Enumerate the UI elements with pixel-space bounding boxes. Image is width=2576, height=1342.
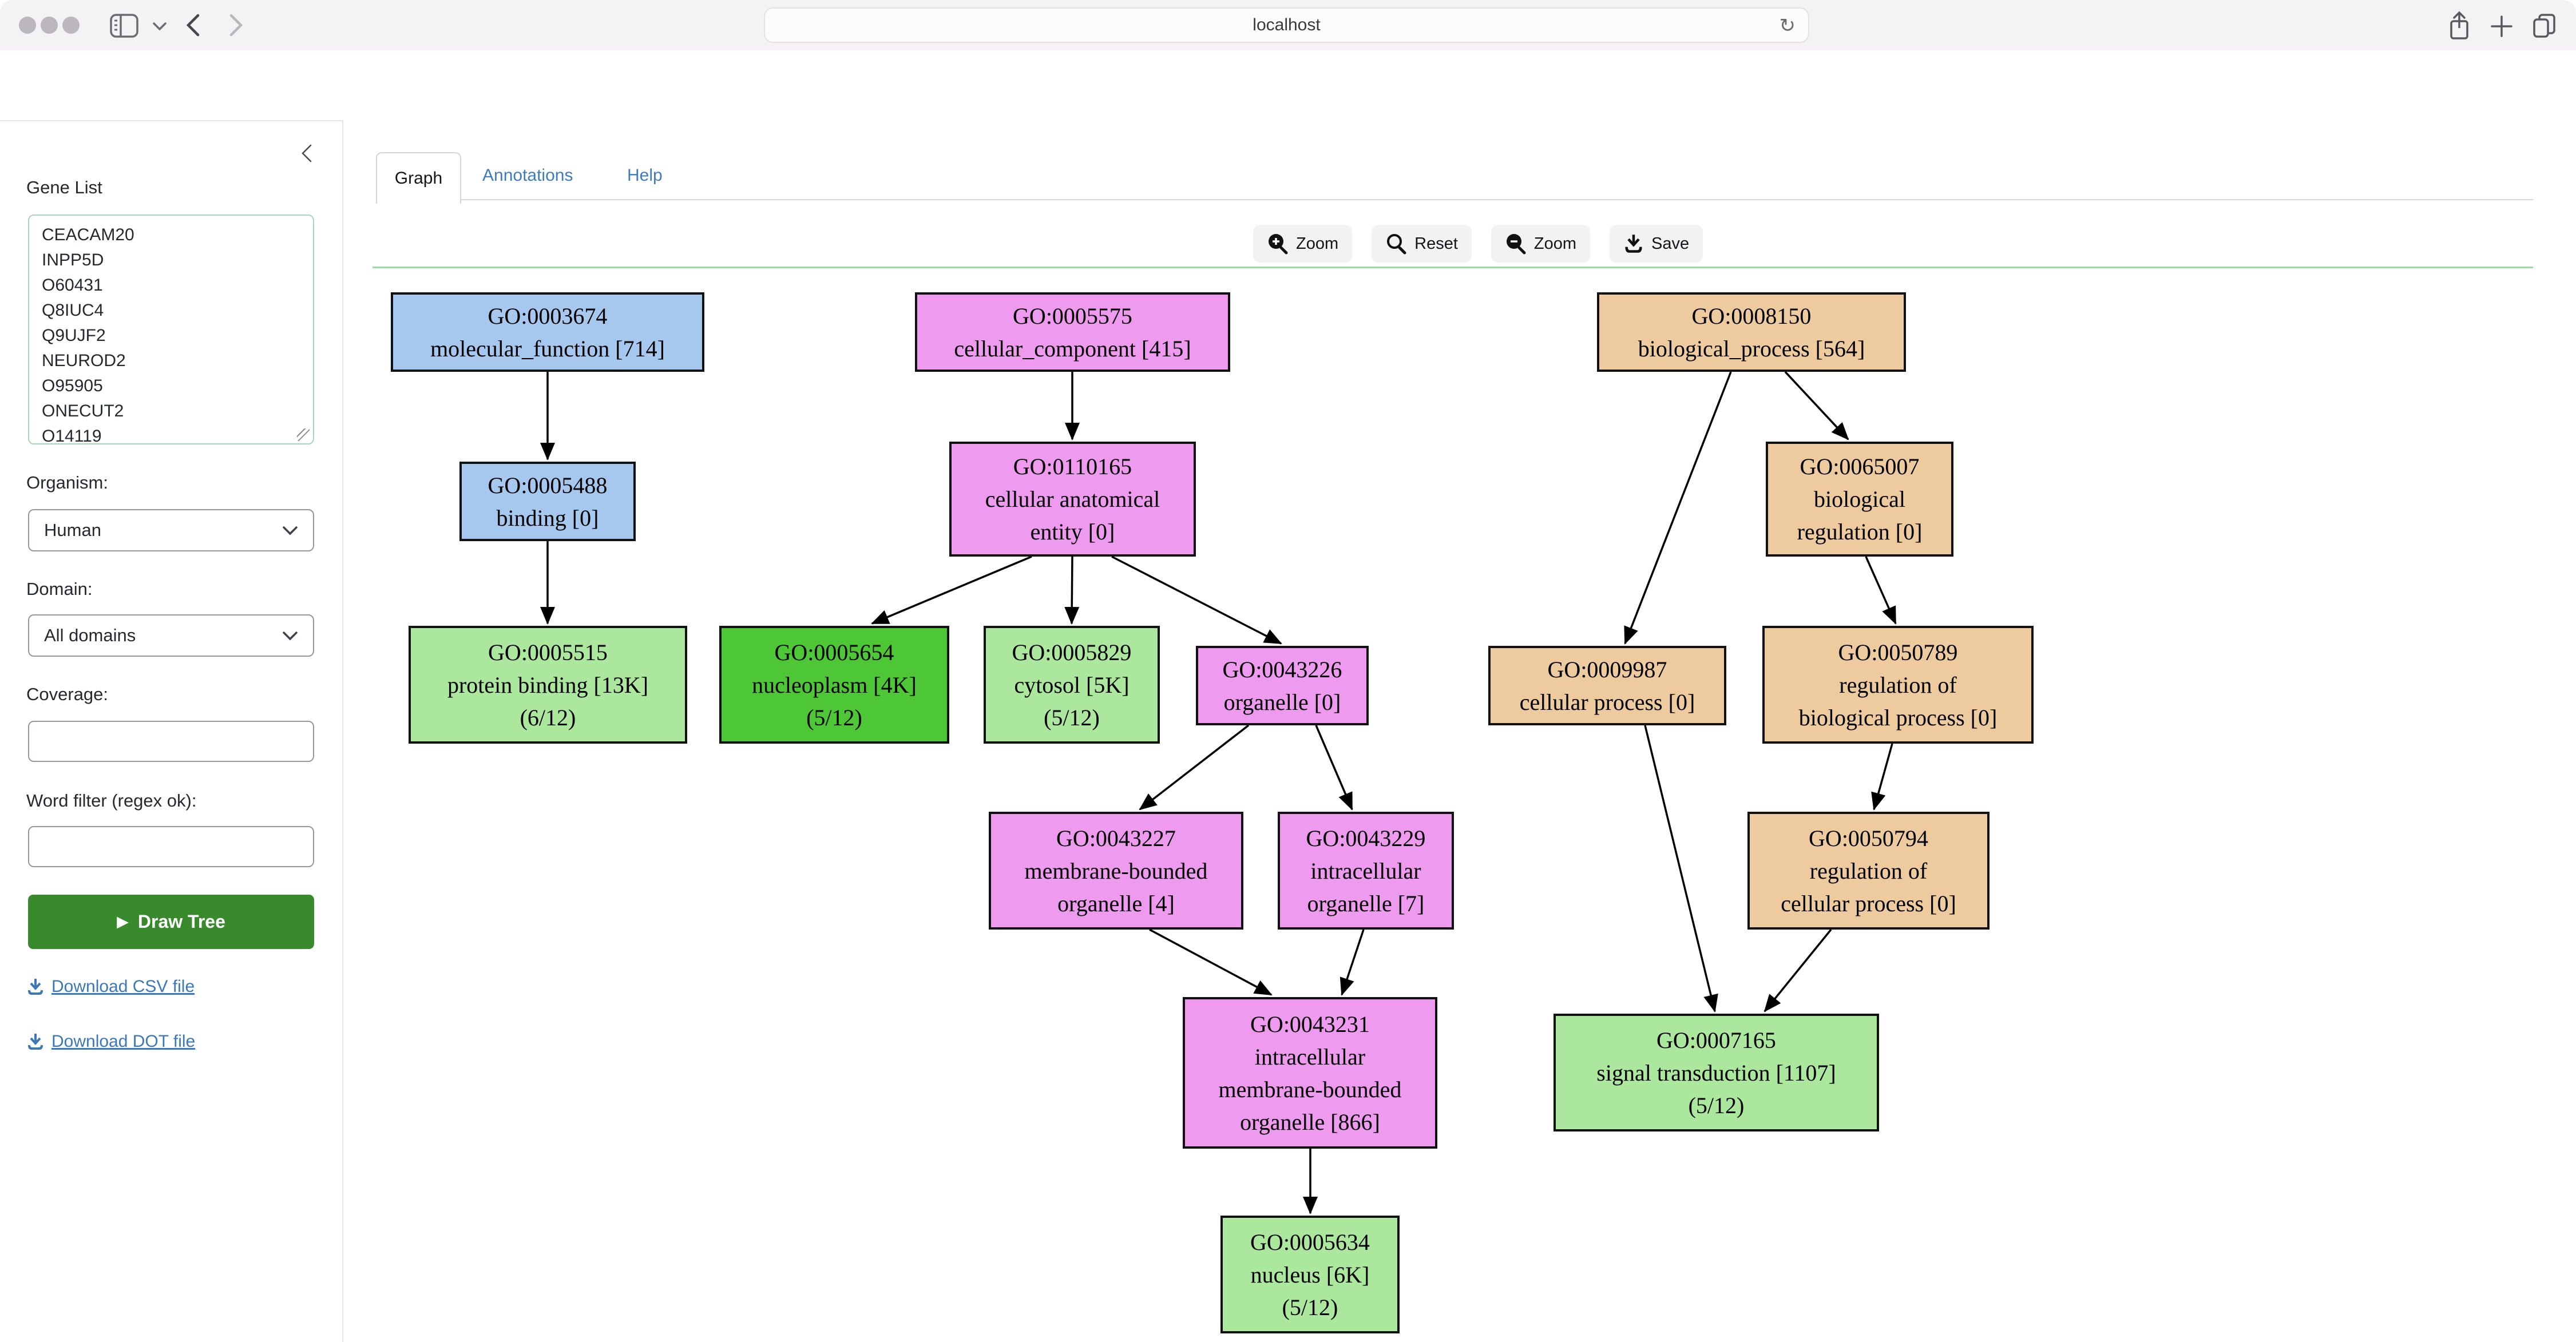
tab-overview-icon[interactable]	[2531, 13, 2558, 39]
zoom-reset-icon	[1387, 234, 1406, 255]
organism-select[interactable]: Human	[28, 509, 314, 551]
play-icon: ▶	[117, 913, 129, 930]
browser-toolbar: localhost ↻	[0, 0, 2576, 51]
chevron-down-icon[interactable]	[152, 22, 167, 31]
domain-value: All domains	[44, 625, 136, 645]
graph-edge	[1339, 929, 1365, 996]
draw-tree-label: Draw Tree	[137, 911, 225, 932]
new-tab-icon[interactable]	[2490, 15, 2513, 38]
app-header: GeneScape	[0, 50, 2576, 152]
download-icon	[28, 979, 43, 995]
graph-edge	[1624, 371, 1732, 645]
domain-select[interactable]: All domains	[28, 614, 314, 657]
sidebar-toggle-icon[interactable]	[110, 14, 138, 38]
gene-list-input[interactable]	[28, 215, 314, 444]
graph-edges	[540, 371, 1897, 1214]
graph-edge	[1865, 556, 1897, 625]
save-icon	[1625, 235, 1642, 253]
graph-edge	[1784, 371, 1849, 440]
window-zoom-button[interactable]	[62, 17, 80, 34]
reset-button[interactable]: Reset	[1372, 225, 1472, 263]
window-minimize-button[interactable]	[41, 17, 58, 34]
zoom-out-label: Zoom	[1533, 234, 1577, 253]
tab-help[interactable]: Help	[627, 166, 663, 185]
download-dot-link[interactable]: Download DOT file	[26, 1032, 195, 1051]
download-icon	[28, 1034, 43, 1050]
word-filter-label: Word filter (regex ok):	[26, 791, 197, 811]
chevron-down-icon	[283, 631, 298, 640]
graph-edge	[1149, 928, 1273, 996]
textarea-resize-handle[interactable]	[297, 428, 310, 441]
download-csv-label: Download CSV file	[51, 977, 195, 996]
tabs-divider	[376, 199, 2533, 200]
graph-edge	[1315, 725, 1353, 811]
url-text: localhost	[1253, 15, 1321, 34]
coverage-input[interactable]	[28, 721, 314, 762]
forward-icon[interactable]	[228, 13, 245, 37]
zoom-out-icon	[1506, 234, 1526, 255]
word-filter-input[interactable]	[28, 826, 314, 867]
zoom-in-button[interactable]: Zoom	[1253, 225, 1353, 263]
graph-edge	[1763, 928, 1832, 1013]
domain-label: Domain:	[26, 579, 93, 599]
sidebar-collapse-icon[interactable]	[295, 141, 320, 166]
tab-annotations[interactable]: Annotations	[482, 166, 573, 185]
back-icon[interactable]	[184, 13, 201, 37]
zoom-out-button[interactable]: Zoom	[1491, 225, 1591, 263]
graph-edge	[1644, 725, 1718, 1013]
graph-edge	[1111, 555, 1282, 645]
download-dot-label: Download DOT file	[51, 1032, 196, 1051]
organism-value: Human	[44, 520, 101, 540]
save-button[interactable]: Save	[1610, 225, 1703, 263]
coverage-label: Coverage:	[26, 684, 109, 704]
organism-label: Organism:	[26, 473, 108, 493]
sidebar: Gene List Organism: Human Domain: All do…	[0, 120, 343, 1342]
tab-graph[interactable]: Graph	[376, 152, 461, 204]
graph-toolbar: Zoom Reset Zoom	[1253, 225, 1703, 263]
gene-list-label: Gene List	[26, 177, 102, 197]
save-label: Save	[1651, 234, 1690, 253]
main-content: Graph Annotations Help Zoom Reset	[344, 120, 2576, 1342]
chevron-down-icon	[283, 526, 298, 535]
address-bar[interactable]: localhost ↻	[764, 7, 1809, 43]
refresh-icon[interactable]: ↻	[1779, 15, 1796, 37]
window-close-button[interactable]	[19, 17, 36, 34]
graph-edge	[1139, 724, 1250, 811]
share-icon[interactable]	[2448, 11, 2471, 41]
zoom-in-label: Zoom	[1296, 234, 1339, 253]
graph-edge	[1871, 743, 1893, 811]
draw-tree-button[interactable]: ▶ Draw Tree	[28, 895, 314, 949]
toolbar-divider	[372, 267, 2533, 268]
download-csv-link[interactable]: Download CSV file	[26, 977, 195, 996]
graph-edge	[871, 555, 1032, 625]
zoom-in-icon	[1269, 234, 1288, 255]
reset-label: Reset	[1414, 234, 1458, 253]
